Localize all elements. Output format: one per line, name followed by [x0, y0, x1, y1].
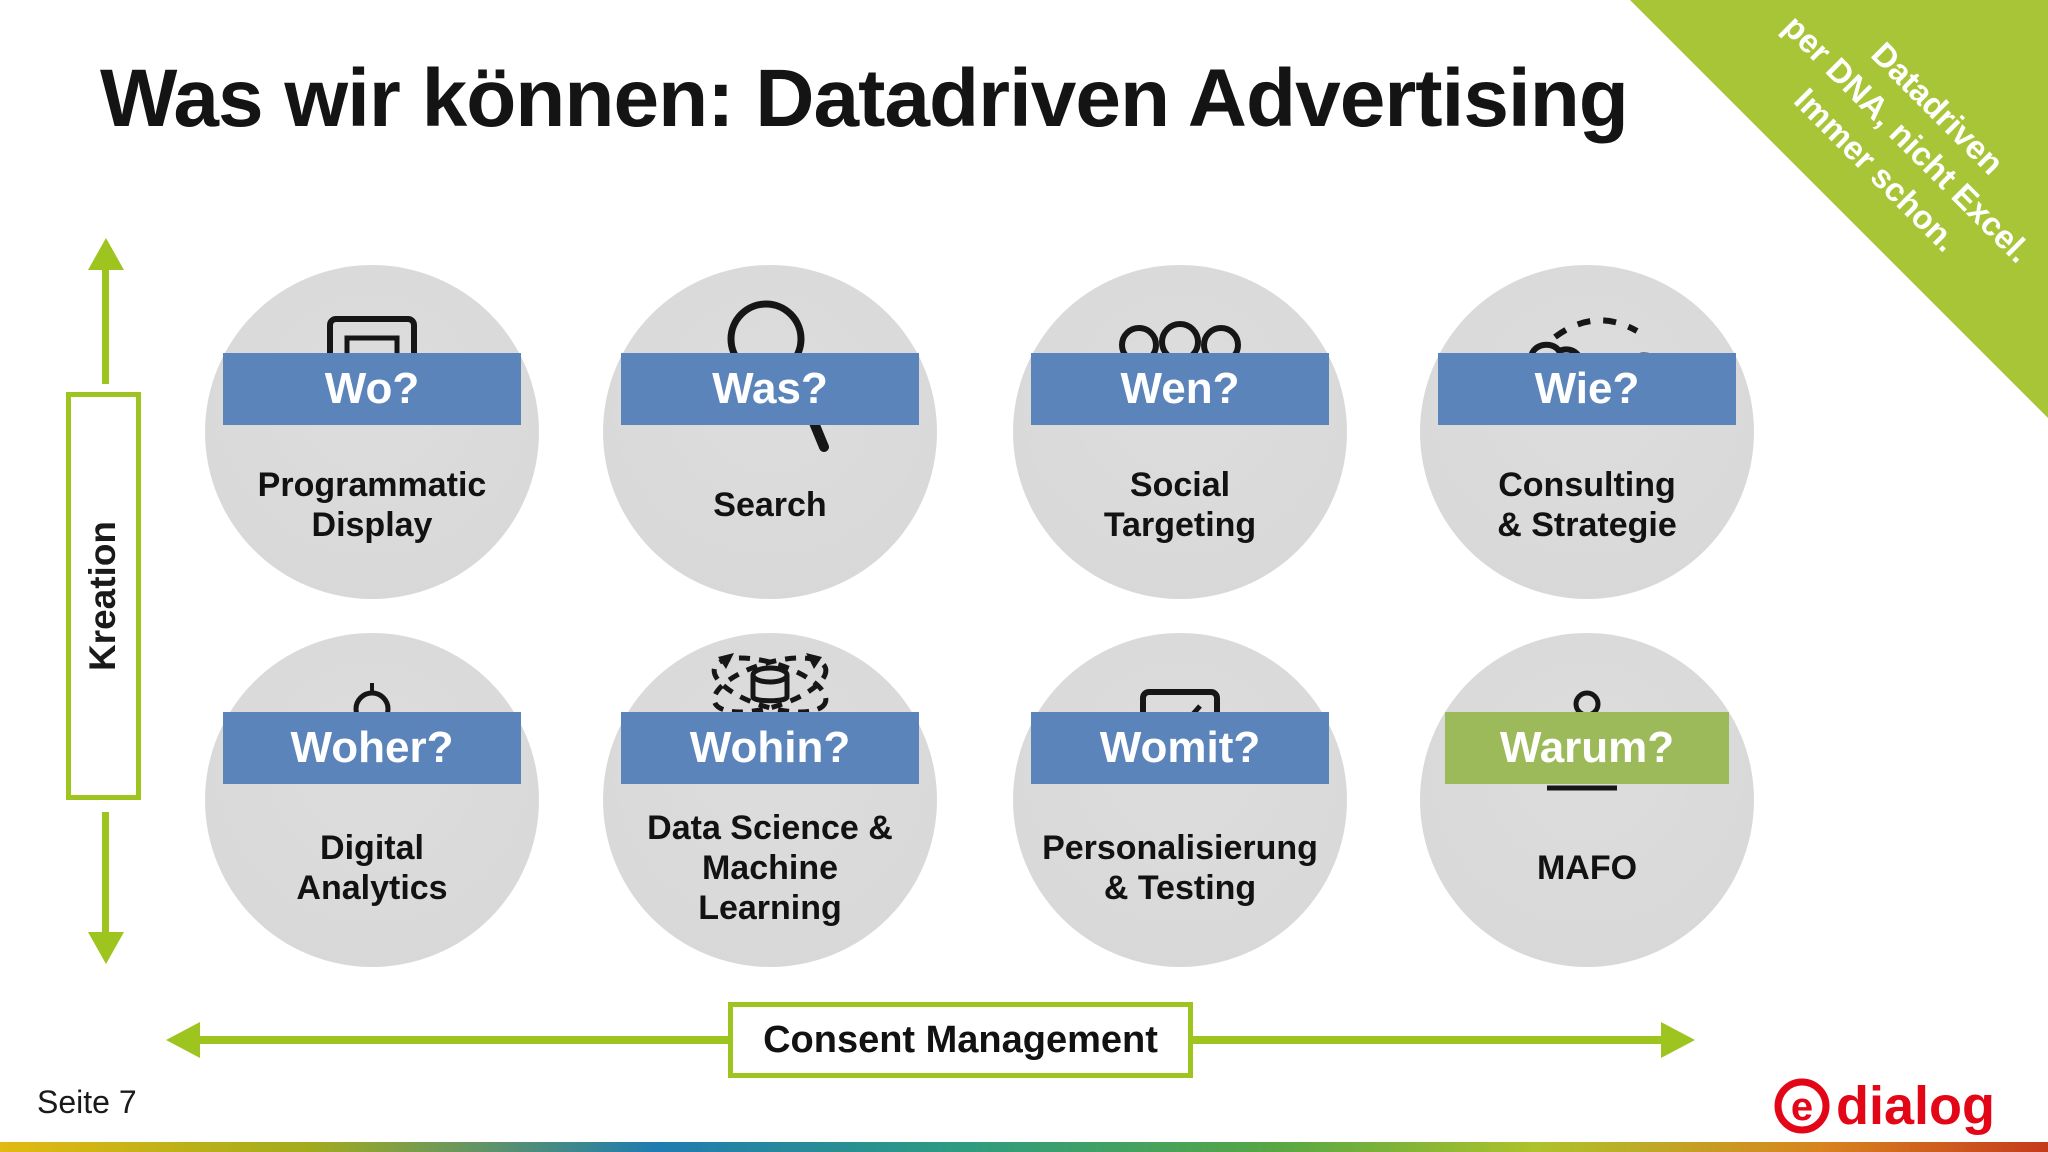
- card-programmatic-display: Wo? Programmatic Display: [205, 265, 539, 599]
- axis-arrow-down-icon: [88, 932, 124, 964]
- question-banner: Wohin?: [621, 712, 919, 784]
- axis-line-vertical: [102, 812, 109, 934]
- atom-database-icon: [711, 653, 829, 715]
- card-label: Digital Analytics: [296, 828, 448, 907]
- page-title: Was wir können: Datadriven Advertising: [100, 53, 1629, 144]
- axis-arrow-up-icon: [88, 238, 124, 270]
- kreation-axis-box: Kreation: [66, 392, 141, 800]
- card-label: Personalisierung & Testing: [1042, 828, 1318, 907]
- brand-gradient-bar: [0, 1142, 2048, 1152]
- question-label: Warum?: [1499, 723, 1675, 772]
- question-banner: Wen?: [1031, 353, 1329, 425]
- card-search: Was? Search: [603, 265, 937, 599]
- axis-arrow-left-icon: [166, 1022, 200, 1058]
- card-label: Consulting & Strategie: [1497, 465, 1677, 544]
- axis-line-vertical: [102, 268, 109, 384]
- question-label: Wohin?: [689, 723, 851, 772]
- card-label: Data Science & Machine Learning: [647, 808, 893, 928]
- card-data-science: Wohin? Data Science & Machine Learning: [603, 633, 937, 967]
- question-banner: Was?: [621, 353, 919, 425]
- card-mafo: Warum? MAFO: [1420, 633, 1754, 967]
- ribbon-text: Datadriven per DNA, nicht Excel. Immer s…: [1776, 7, 2039, 270]
- question-label: Wie?: [1534, 364, 1640, 413]
- page-number: Seite 7: [37, 1084, 137, 1120]
- card-label: Social Targeting: [1103, 465, 1257, 544]
- logo-wordmark: dialog: [1836, 1076, 1995, 1136]
- question-label: Wen?: [1120, 364, 1240, 413]
- card-label: Programmatic Display: [257, 465, 487, 544]
- card-consulting-strategie: Wie? Consulting & Strategie: [1420, 265, 1754, 599]
- axis-line-horizontal: [1193, 1036, 1663, 1044]
- question-banner: Wie?: [1438, 353, 1736, 425]
- question-banner: Wo?: [223, 353, 521, 425]
- card-label: Search: [713, 485, 827, 524]
- question-banner: Womit?: [1031, 712, 1329, 784]
- question-banner: Warum?: [1445, 712, 1729, 784]
- card-digital-analytics: Woher? Digital Analytics: [205, 633, 539, 967]
- question-banner: Woher?: [223, 712, 521, 784]
- consent-management-label: Consent Management: [763, 1018, 1158, 1061]
- card-label: MAFO: [1536, 848, 1638, 887]
- card-personalisierung-testing: Womit? Personalisierung & Testing: [1013, 633, 1347, 967]
- axis-line-horizontal: [198, 1036, 728, 1044]
- axis-arrow-right-icon: [1661, 1022, 1695, 1058]
- question-label: Womit?: [1099, 723, 1261, 772]
- consent-management-box: Consent Management: [728, 1002, 1193, 1078]
- question-label: Was?: [712, 364, 828, 413]
- logo-symbol: e: [1791, 1085, 1813, 1129]
- edialog-logo: e dialog: [1774, 1076, 1995, 1136]
- question-label: Woher?: [290, 723, 454, 772]
- kreation-axis-label: Kreation: [82, 520, 124, 672]
- question-label: Wo?: [324, 364, 420, 413]
- card-social-targeting: Wen? Social Targeting: [1013, 265, 1347, 599]
